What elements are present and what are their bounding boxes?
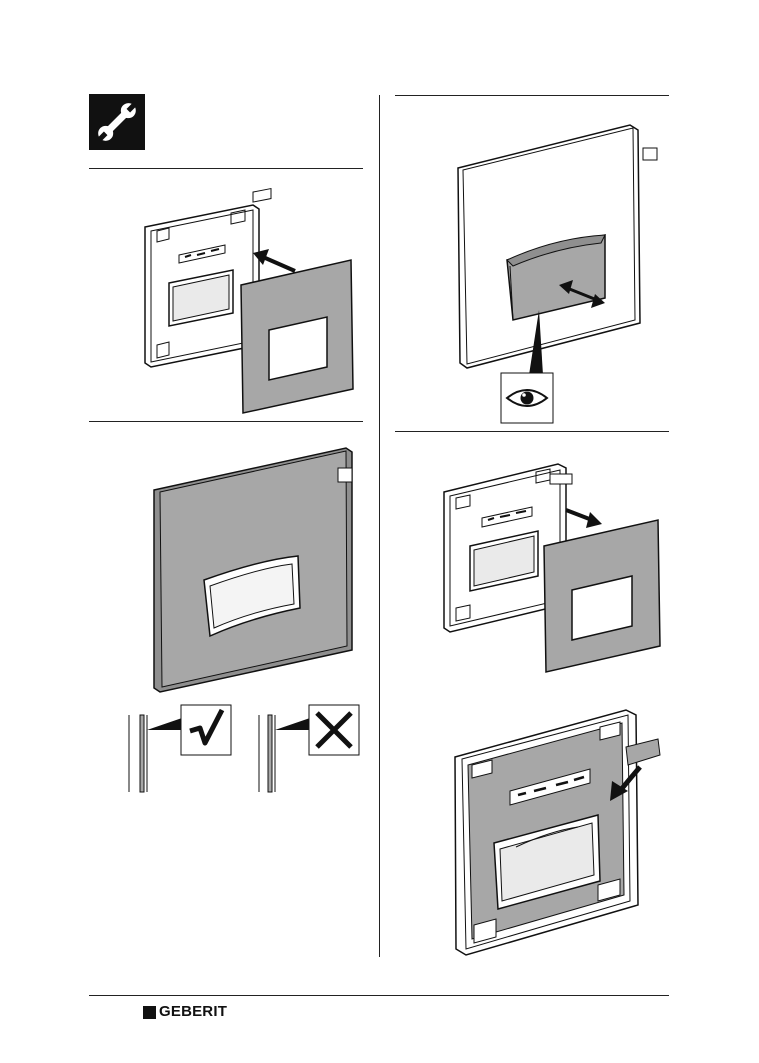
check-icon — [180, 704, 232, 756]
column-divider — [379, 95, 380, 957]
pointer-wedge — [529, 310, 543, 375]
brand-mark-icon — [143, 1005, 156, 1019]
insert-arrow-icon — [253, 249, 296, 273]
mounting-frame — [144, 187, 272, 368]
step-1-illustration — [144, 187, 354, 414]
mounted-cover-plate — [457, 124, 658, 369]
remove-arrow-icon — [565, 508, 602, 528]
left-top-rule — [89, 168, 363, 169]
peeling-film-tab — [625, 738, 661, 766]
installed-cover-plate — [153, 447, 353, 693]
cover-plate — [240, 259, 354, 414]
step-4-illustration — [443, 463, 661, 673]
frame-with-adhesive — [454, 709, 639, 956]
pull-push-arrow-icon — [559, 280, 605, 308]
wrench-icon — [89, 94, 145, 150]
incorrect-mounting-diagram — [258, 714, 310, 793]
step-5-illustration — [454, 709, 661, 956]
step-2-illustration — [457, 124, 658, 424]
cross-icon — [308, 704, 360, 756]
right-top-rule — [395, 95, 669, 96]
correct-mounting-diagram — [128, 714, 182, 793]
right-mid-rule — [395, 431, 669, 432]
brand-logo: GEBERIT — [143, 1004, 227, 1020]
brand-name: GEBERIT — [159, 1003, 228, 1020]
eye-icon — [500, 372, 554, 424]
step-3-illustration — [128, 447, 360, 793]
peel-arrow-icon — [610, 765, 642, 801]
left-mid-rule — [89, 421, 363, 422]
footer-rule — [89, 995, 669, 996]
removed-cover-plate — [543, 519, 661, 673]
